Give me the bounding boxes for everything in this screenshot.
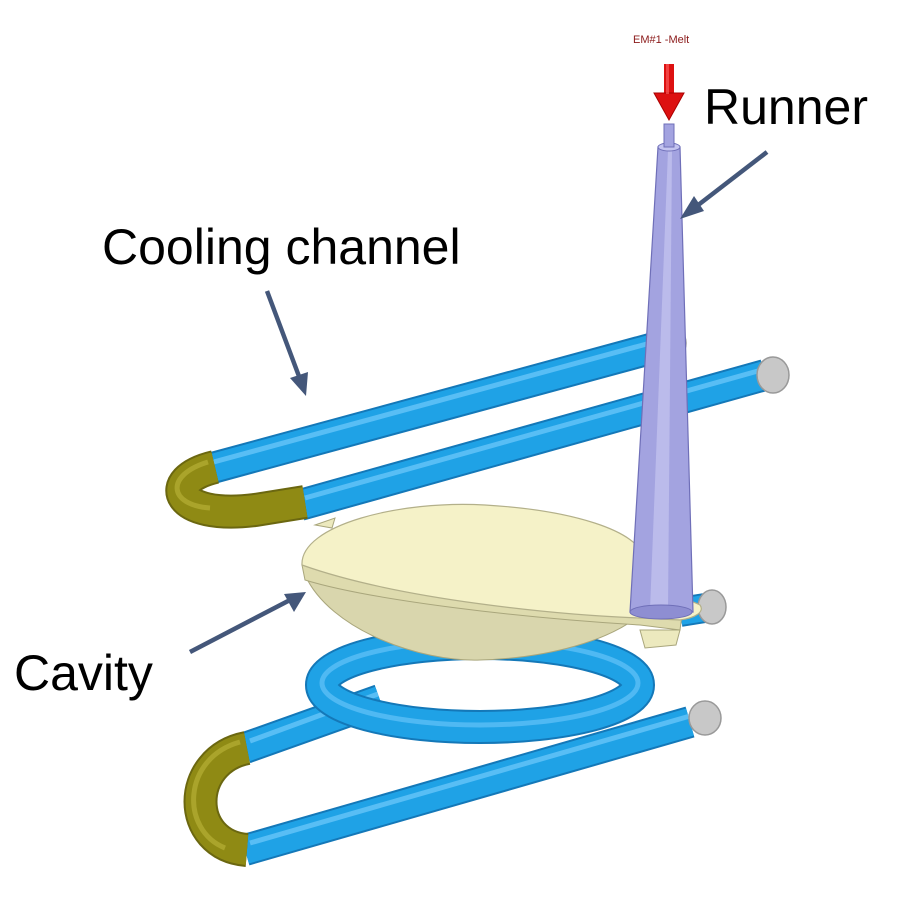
pointer-arrows	[188, 150, 769, 654]
upper-channel-end-cap-front	[756, 356, 790, 394]
lower-cooling-channel	[183, 626, 722, 867]
cooling-channel-pointer-arrow-icon	[264, 290, 308, 396]
runner-label: Runner	[704, 79, 868, 135]
cavity	[301, 503, 702, 661]
runner	[629, 123, 694, 620]
runner-pointer-arrow-icon	[680, 150, 769, 219]
lower-channel-end-cap-right	[688, 700, 722, 736]
upper-cooling-channel	[165, 326, 790, 529]
cavity-side-pipe-end-cap	[697, 589, 727, 625]
runner-nozzle	[663, 123, 675, 148]
cavity-label: Cavity	[14, 645, 153, 701]
cavity-pointer-arrow-icon	[188, 592, 306, 654]
cavity-gate	[639, 629, 681, 649]
melt-injection-arrow-icon	[653, 64, 685, 122]
runner-base	[629, 604, 693, 620]
melt-entrance-label: EM#1 -Melt	[633, 34, 690, 46]
cooling-channel-label: Cooling channel	[102, 219, 461, 275]
